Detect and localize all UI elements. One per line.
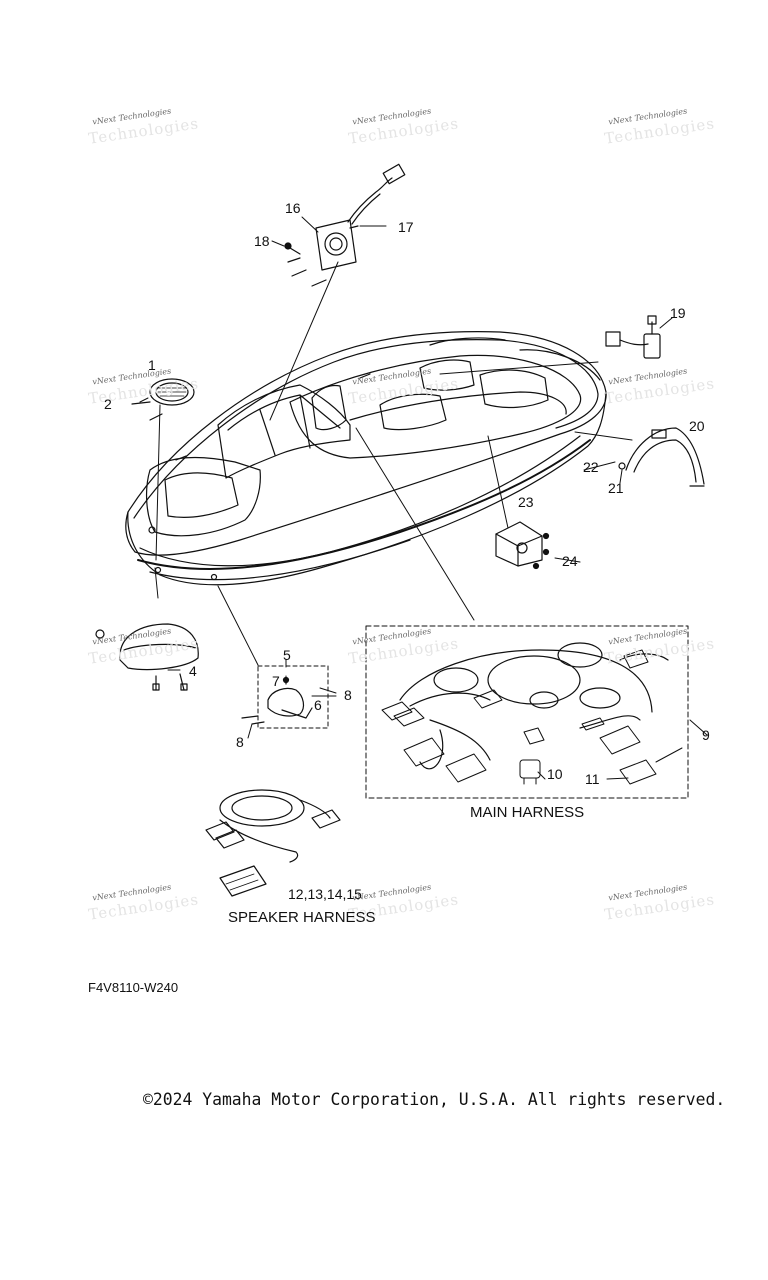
callout-17: 17: [398, 219, 414, 235]
callout-19: 19: [670, 305, 686, 321]
callout-1: 1: [148, 357, 156, 373]
part-16-speaker-bracket: [284, 163, 406, 287]
part-20-bracket: [618, 427, 705, 487]
callout-9: 9: [702, 727, 710, 743]
figure-code: F4V8110-W240: [88, 980, 179, 995]
callout-2: 2: [104, 396, 112, 412]
boat-hull: [125, 331, 607, 586]
callout-24: 24: [562, 553, 578, 569]
part-3-speaker-cover: [95, 623, 199, 691]
callout-5: 5: [283, 647, 291, 663]
copyright-notice: ©2024 Yamaha Motor Corporation, U.S.A. A…: [143, 1090, 726, 1109]
callout-21: 21: [608, 480, 624, 496]
callout-8-right: 8: [344, 687, 352, 703]
callout-6: 6: [314, 697, 322, 713]
callout-22: 22: [583, 459, 599, 475]
callout-11: 11: [585, 771, 600, 787]
callout-4: 4: [189, 663, 197, 679]
part-1-speaker-grille: [131, 378, 195, 421]
speaker-harness: [205, 789, 341, 897]
leader-lines: [139, 216, 708, 780]
callout-16: 16: [285, 200, 301, 216]
main-harness: [365, 625, 689, 799]
part-5-box: [241, 665, 329, 729]
speaker-harness-label: SPEAKER HARNESS: [228, 909, 376, 926]
callout-7: 7: [272, 673, 280, 689]
callout-23: 23: [518, 494, 534, 510]
callout-12-15: 12,13,14,15: [288, 886, 362, 902]
part-19-sensor: [605, 315, 661, 359]
callout-18: 18: [254, 233, 270, 249]
callout-10: 10: [547, 766, 563, 782]
part-23-switch-box: [495, 521, 550, 570]
main-harness-label: MAIN HARNESS: [470, 804, 585, 821]
callout-20: 20: [689, 418, 705, 434]
callout-8-left: 8: [236, 734, 244, 750]
